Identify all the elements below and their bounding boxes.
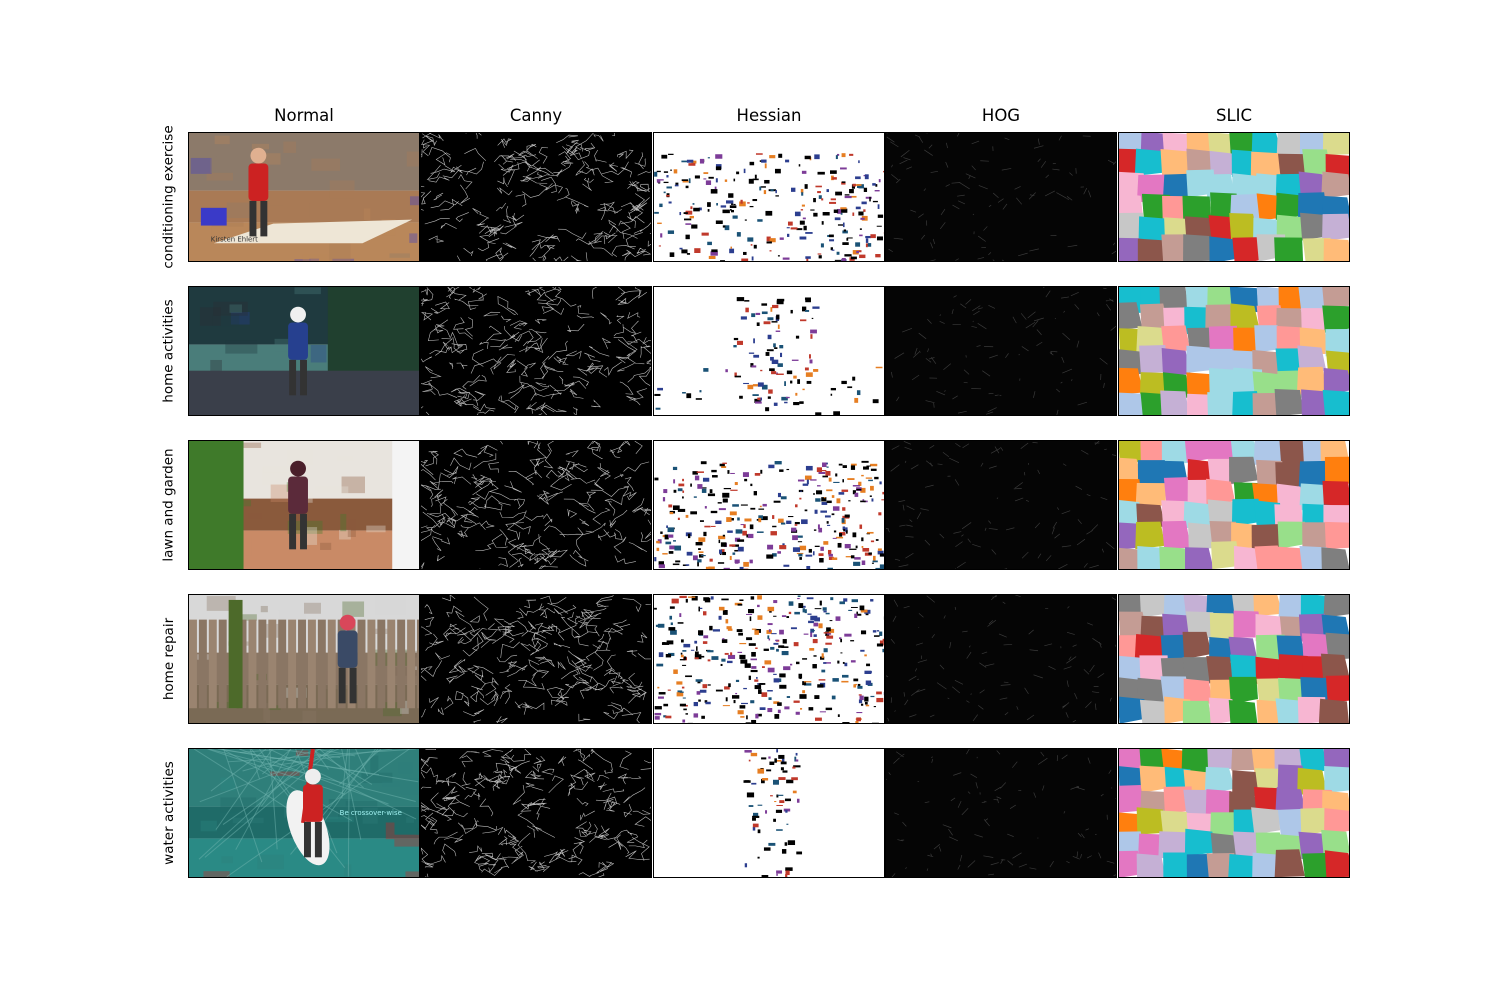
column-title-hessian: Hessian [736,106,802,125]
row-label-water-activities: water activities [161,761,177,865]
image-canny-home-repair [420,594,652,724]
image-hog-conditioning-exercise [885,132,1117,262]
image-hessian-lawn-and-garden [653,440,885,570]
image-hessian-home-activities [653,286,885,416]
row-label-home-activities: home activities [161,299,177,403]
svg-text:Kirsten Ehlert: Kirsten Ehlert [211,235,258,243]
image-hog-water-activities [885,748,1117,878]
image-hog-lawn-and-garden [885,440,1117,570]
image-slic-home-repair [1118,594,1350,724]
image-normal-lawn-and-garden [188,440,420,570]
column-title-normal: Normal [274,106,334,125]
row-label-lawn-and-garden: lawn and garden [161,448,178,562]
row-label-home-repair: home repair [161,617,178,701]
image-hessian-water-activities [653,748,885,878]
image-normal-home-activities [188,286,420,416]
column-title-hog: HOG [981,106,1021,125]
image-canny-lawn-and-garden [420,440,652,570]
row-label-conditioning-exercise: conditioning exercise [161,125,177,269]
image-canny-home-activities [420,286,652,416]
image-hog-home-repair [885,594,1117,724]
image-slic-conditioning-exercise [1118,132,1350,262]
svg-text:Be crossover-wise: Be crossover-wise [340,809,402,817]
column-title-slic: SLIC [1215,106,1253,125]
image-slic-home-activities [1118,286,1350,416]
image-slic-lawn-and-garden [1118,440,1350,570]
column-title-canny: Canny [509,106,563,125]
image-normal-conditioning-exercise: Kirsten Ehlert [188,132,420,262]
image-hessian-conditioning-exercise [653,132,885,262]
image-canny-conditioning-exercise [420,132,652,262]
image-normal-water-activities: Be crossover-wise [188,748,420,878]
image-normal-home-repair [188,594,420,724]
image-canny-water-activities [420,748,652,878]
image-hessian-home-repair [653,594,885,724]
image-slic-water-activities [1118,748,1350,878]
image-hog-home-activities [885,286,1117,416]
